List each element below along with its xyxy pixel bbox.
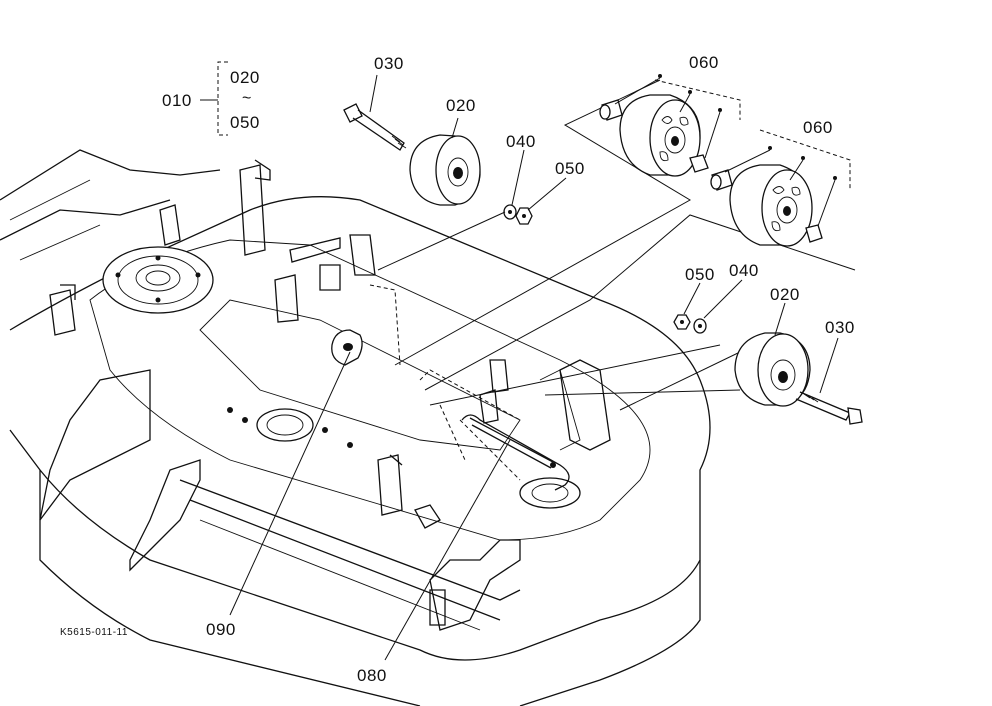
part-040-050-nuts-top	[503, 149, 567, 225]
part-060-roller-b	[710, 129, 851, 247]
callout-050-right: 050	[685, 265, 715, 284]
callout-050-top: 050	[555, 159, 585, 178]
part-060-roller-a	[599, 74, 741, 177]
callout-040-right: 040	[729, 261, 759, 280]
callout-tilde: ~	[242, 90, 252, 107]
mower-deck-outline	[0, 149, 711, 706]
callout-060-a: 060	[689, 53, 719, 72]
part-030-bolt-top	[343, 74, 407, 151]
part-020-roller-top	[409, 117, 481, 206]
callout-040-top: 040	[506, 132, 536, 151]
part-030-bolt-right	[795, 337, 863, 425]
callout-050-range: 050	[230, 113, 260, 132]
callout-060-b: 060	[803, 118, 833, 137]
part-090-plate	[331, 329, 363, 366]
callout-090: 090	[206, 620, 236, 639]
callout-020-range: 020	[230, 68, 260, 87]
callout-020-top: 020	[446, 96, 476, 115]
mount-brackets	[49, 159, 509, 626]
part-080-shaft	[461, 414, 570, 491]
callout-080: 080	[357, 666, 387, 685]
callout-010-bracket	[200, 61, 228, 136]
callout-010: 010	[162, 91, 192, 110]
bottom-leaders	[229, 351, 511, 661]
drawing-code: K5615-011-11	[60, 627, 128, 638]
callout-030-top: 030	[374, 54, 404, 73]
part-020-roller-right	[734, 302, 811, 407]
callout-030-right: 030	[825, 318, 855, 337]
center-spindle	[227, 407, 353, 448]
part-040-050-nuts-right	[673, 279, 743, 334]
right-spindle	[519, 477, 581, 509]
callout-020-right: 020	[770, 285, 800, 304]
left-spindle	[102, 246, 214, 314]
